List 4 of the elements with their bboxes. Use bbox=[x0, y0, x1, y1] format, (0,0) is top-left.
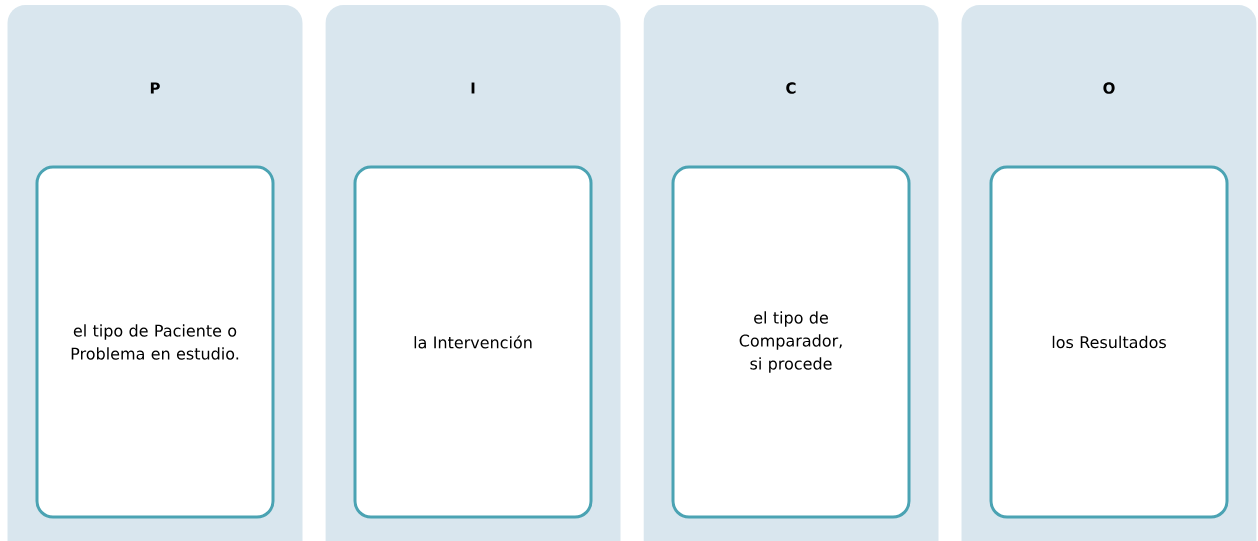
text-card: la Intervención bbox=[353, 165, 593, 519]
text-card: el tipo de Comparador, si procede bbox=[671, 165, 911, 519]
text-card: los Resultados bbox=[989, 165, 1229, 519]
text-card: el tipo de Paciente o Problema en estudio. bbox=[35, 165, 275, 519]
